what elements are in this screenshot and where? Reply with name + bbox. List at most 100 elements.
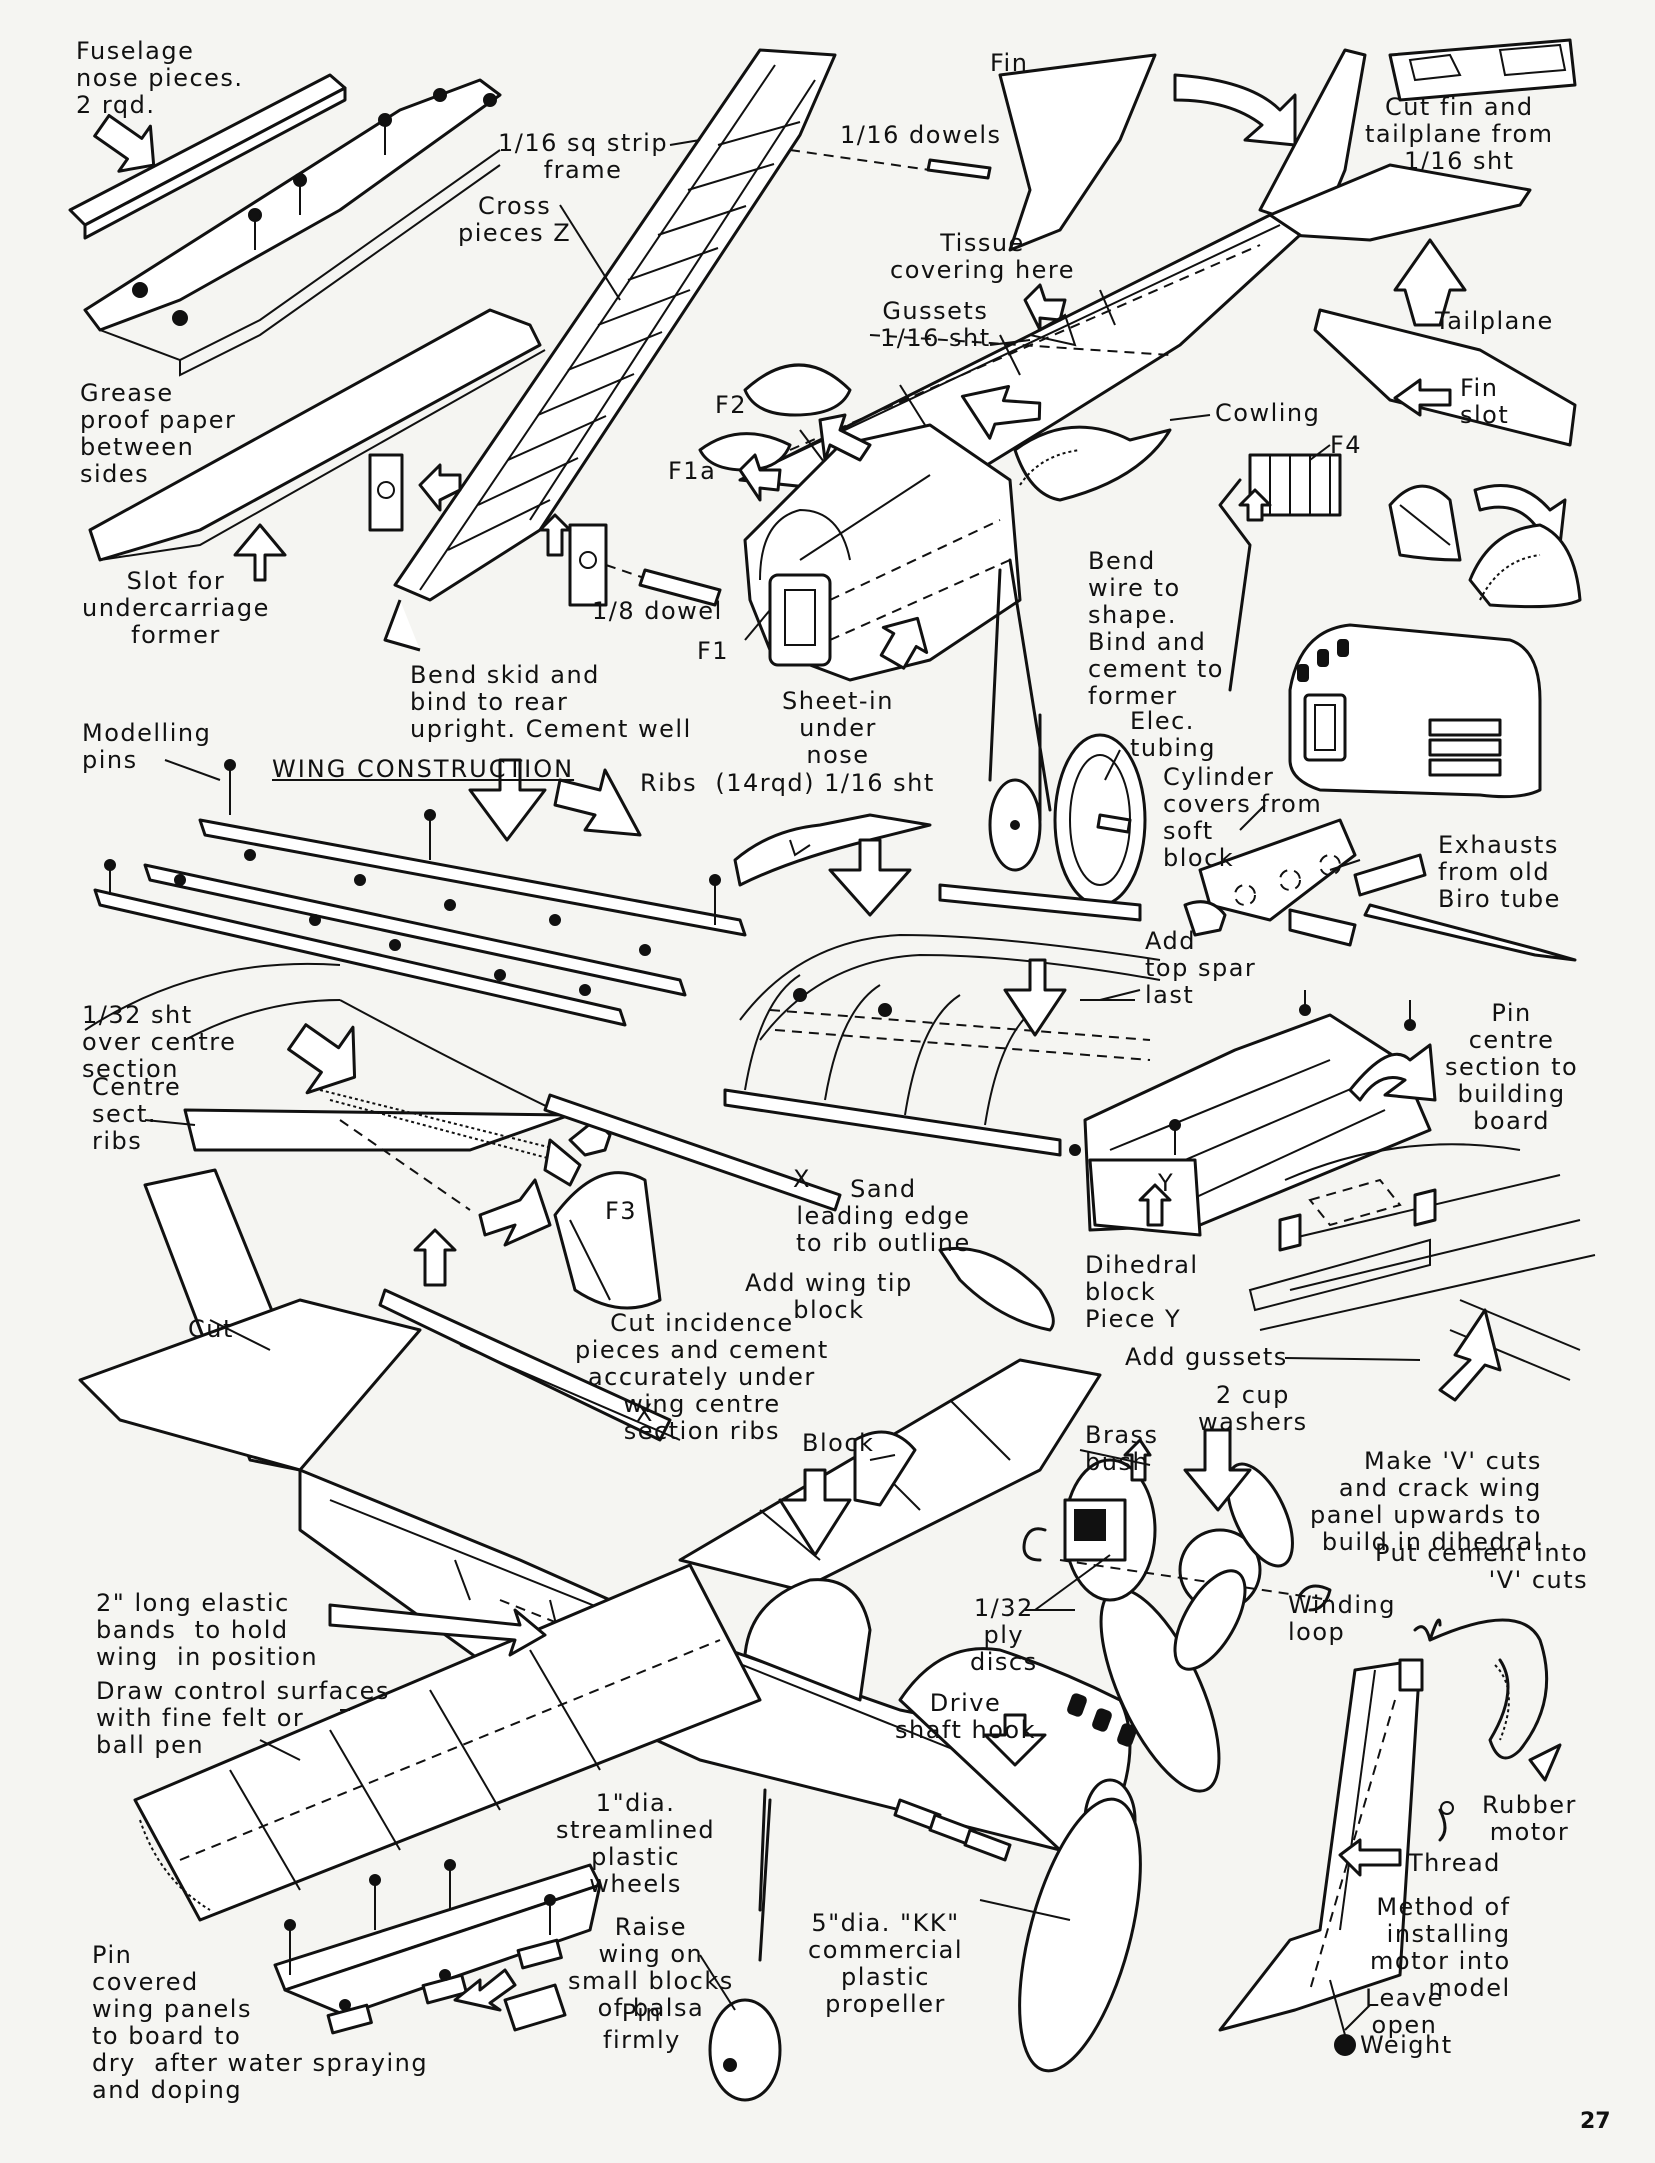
fin-slot-arrow <box>1393 378 1452 417</box>
wing-panel-gussets <box>1248 1143 1596 1381</box>
label-dihedral-block: Dihedral block Piece Y <box>1085 1251 1199 1333</box>
label-ply-discs: 1/32 ply discs <box>970 1594 1038 1676</box>
label-thread: Thread <box>1408 1849 1501 1877</box>
label-gussets: Gussets 1/16 sht <box>880 297 991 352</box>
wing-arrow-2 <box>553 768 642 837</box>
label-fuselage-nose-pieces: Fuselage nose pieces. 2 rqd. <box>76 37 244 119</box>
modelling-pins-wing <box>104 759 721 996</box>
label-rubber-motor: Rubber motor <box>1482 1791 1577 1846</box>
f1a-arrow <box>738 453 782 502</box>
label-wheels: 1"dia. streamlined plastic wheels <box>556 1789 716 1898</box>
label-cut-fin: Cut fin and tailplane from 1/16 sht <box>1365 93 1554 175</box>
label-wing-construction: WING CONSTRUCTION <box>272 755 575 783</box>
drive-shaft-arrow <box>983 1713 1047 1767</box>
leader-lines <box>144 139 1421 2031</box>
fuselage-nose-pieces <box>68 73 502 377</box>
streamlined-wheel <box>708 1998 782 2102</box>
label-x-mark-1: X <box>793 1165 811 1193</box>
biro-pen <box>1363 903 1577 962</box>
raise-wing-arrow <box>453 1968 517 2012</box>
label-fin: Fin <box>990 49 1029 77</box>
sheet-template <box>1388 38 1577 102</box>
label-raise-wing: Raise wing on small blocks of balsa <box>568 1913 734 2022</box>
label-cup-washers: 2 cup washers <box>1198 1381 1308 1436</box>
fuselage-frame <box>393 48 837 602</box>
f4-arrow <box>1238 488 1272 522</box>
undercarriage-wire <box>1218 478 1252 692</box>
label-strip-frame: 1/16 sq strip frame <box>498 129 669 184</box>
label-sheet-in: Sheet-in under nose <box>782 687 894 769</box>
label-bend-wire: Bend wire to shape. Bind and cement to f… <box>1088 547 1224 710</box>
label-propeller: 5"dia. "KK" commercial plastic propeller <box>808 1909 963 2018</box>
spar-down-arrow <box>1003 958 1067 1037</box>
label-f4: F4 <box>1330 431 1363 459</box>
pins-on-nose <box>132 88 497 326</box>
former-small-1 <box>368 453 404 532</box>
f3-former <box>553 1171 662 1310</box>
brass-bush-arrow <box>1123 1438 1152 1482</box>
fin-arrow <box>1173 73 1297 147</box>
grease-proof-paper-sides <box>88 308 546 562</box>
balsa-block-small <box>503 1983 567 2032</box>
label-sht-over-centre: 1/32 sht over centre section <box>82 1001 237 1083</box>
label-draw-control: Draw control surfaces with fine felt or … <box>96 1677 390 1759</box>
incidence-arrow <box>413 1228 457 1287</box>
fin-part <box>998 53 1157 252</box>
label-tissue: Tissue covering here <box>890 229 1076 284</box>
v-cut-arrow <box>1438 1308 1502 1402</box>
label-drive-shaft: Drive shaft hook <box>895 1689 1036 1744</box>
f3-arrow <box>478 1178 552 1247</box>
label-fin-slot: Fin slot <box>1460 374 1510 429</box>
label-ribs: Ribs (14rqd) 1/16 sht <box>640 769 935 797</box>
label-brass-bush: Brass bush <box>1085 1421 1159 1476</box>
wing-centre-section <box>84 962 582 1211</box>
axle <box>1096 813 1132 834</box>
wing-rib-assembly <box>723 883 1161 1157</box>
cylinder-covers-block <box>1198 818 1357 922</box>
label-bend-skid: Bend skid and bind to rear upright. Ceme… <box>410 661 692 743</box>
label-f1a: F1a <box>668 457 717 485</box>
label-method-install: Method of installing motor into model <box>1370 1893 1511 2002</box>
f2-arrow <box>818 413 872 462</box>
label-sand-leading-edge: Sand leading edge to rib outline <box>796 1175 971 1257</box>
cowling-arrow <box>960 385 1042 440</box>
thread-arrow <box>1338 1838 1402 1877</box>
leading-edge-strip <box>543 1093 842 1212</box>
label-cut: Cut <box>188 1315 234 1343</box>
propeller-blade <box>1018 1797 1142 2073</box>
label-cylinder-covers: Cylinder covers from soft block <box>1163 763 1323 872</box>
ribs-down-arrow <box>828 838 912 917</box>
label-tailplane: Tailplane <box>1435 307 1554 335</box>
dowel-1-8 <box>638 568 722 607</box>
tailplane-up-arrow <box>1393 238 1467 327</box>
f1a-former <box>698 432 792 472</box>
cowl-block <box>1468 523 1582 609</box>
label-cut-incidence: Cut incidence pieces and cement accurate… <box>575 1309 829 1445</box>
pin-centre-arrow <box>1348 1043 1437 1102</box>
label-y-mark: Y <box>1158 1169 1175 1197</box>
elastic-band-arrow <box>328 1603 547 1657</box>
cylinder-block <box>1388 484 1462 562</box>
label-cross-pieces: Cross pieces Z <box>458 192 572 247</box>
page-number: 27 <box>1580 2109 1611 2134</box>
former-arrow-1 <box>418 463 462 512</box>
cowling-part <box>1013 425 1172 502</box>
tailplane-part <box>1313 308 1577 447</box>
thread-line <box>1438 1808 1447 1842</box>
sheet-in-arrow <box>879 616 929 670</box>
label-modelling-pins: Modelling pins <box>82 719 212 774</box>
label-weight: Weight <box>1360 2031 1453 2059</box>
wing-arrow-1 <box>468 758 547 842</box>
label-add-wing-tip: Add wing tip block <box>745 1269 913 1324</box>
dihedral-arrow <box>1138 1183 1172 1227</box>
slot-up-arrow <box>233 523 287 582</box>
pin-covered-wing-panel <box>273 1859 602 2035</box>
skid-wire <box>383 599 421 652</box>
f1-former <box>768 573 832 667</box>
label-slot-undercarriage: Slot for undercarriage former <box>82 567 270 649</box>
label-x-mark-2: X <box>636 1399 654 1427</box>
label-add-gussets: Add gussets <box>1125 1343 1288 1371</box>
f2-former <box>743 363 852 417</box>
dowel-1-16 <box>926 158 992 180</box>
